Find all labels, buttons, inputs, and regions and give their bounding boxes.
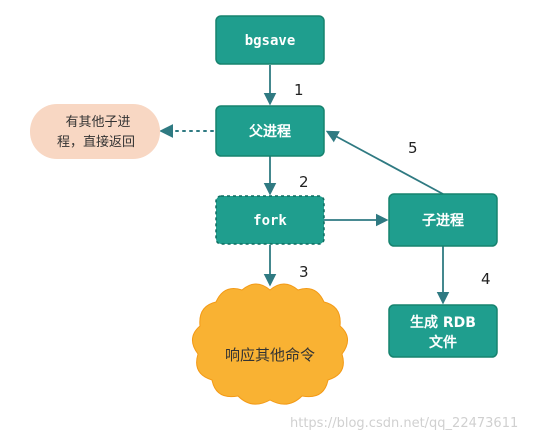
step-label-2: 2 bbox=[299, 173, 309, 191]
node-bgsave-label: bgsave bbox=[245, 33, 296, 49]
step-label-4: 4 bbox=[481, 270, 491, 288]
node-return-bubble bbox=[30, 104, 160, 159]
node-parent bbox=[215, 105, 325, 157]
node-generate-rdb bbox=[388, 304, 498, 358]
step-label-3: 3 bbox=[299, 263, 309, 281]
node-child bbox=[388, 193, 498, 247]
node-fork-label: fork bbox=[253, 213, 287, 229]
step-label-5: 5 bbox=[408, 139, 418, 157]
watermark-url: https://blog.csdn.net/qq_22473611 bbox=[290, 416, 518, 431]
node-respond-label: 响应其他命令 bbox=[225, 346, 315, 364]
node-child-label: 子进程 bbox=[422, 213, 464, 229]
edge-child-parent bbox=[325, 130, 444, 195]
node-parent-label: 父进程 bbox=[248, 124, 291, 140]
node-return-label-line1: 有其他子进 bbox=[65, 115, 130, 130]
node-generate-rdb-label-line2: 文件 bbox=[429, 334, 457, 351]
node-bgsave bbox=[215, 15, 325, 65]
node-fork bbox=[215, 195, 325, 245]
node-respond-cloud bbox=[192, 283, 348, 405]
node-return-label-line2: 程，直接返回 bbox=[57, 134, 135, 150]
step-label-1: 1 bbox=[294, 81, 304, 99]
node-generate-rdb-label-line1: 生成 RDB bbox=[410, 314, 476, 331]
